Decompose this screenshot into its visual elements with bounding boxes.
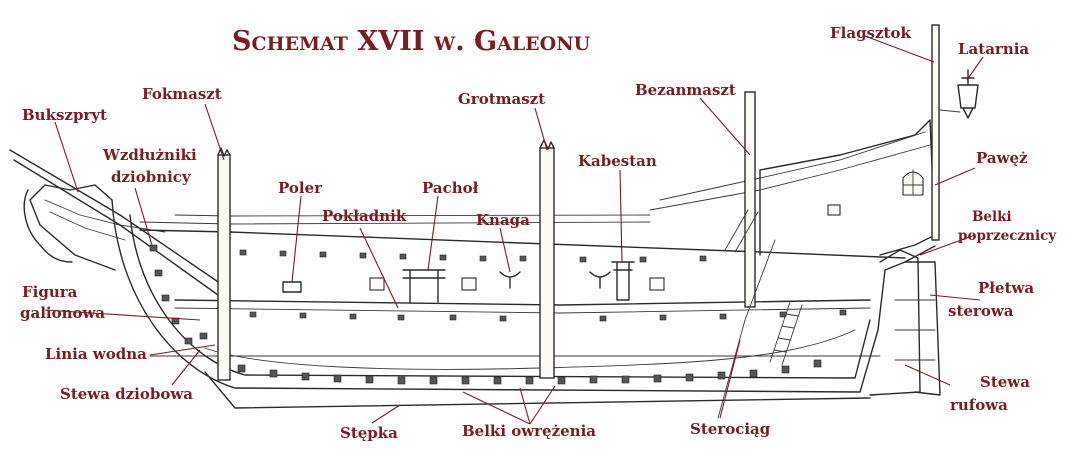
- bow-stringers: [149, 244, 208, 345]
- stern-castle: [759, 119, 936, 256]
- label-stewa-rufowa-1: Stewa: [980, 373, 1030, 391]
- hull-floor: [204, 329, 856, 370]
- label-stewa-rufowa-2: rufowa: [950, 396, 1008, 414]
- bitt-drawing: [402, 269, 446, 303]
- label-pletwa-1: Płetwa: [978, 279, 1034, 297]
- label-latarnia: Latarnia: [958, 40, 1029, 58]
- flagstaff-drawing: [931, 24, 940, 241]
- stern-post: [869, 249, 921, 396]
- mainmast-drawing: [539, 147, 555, 379]
- diagram-title: Schemat XVII w. Galeonu: [232, 26, 591, 57]
- rudder: [904, 261, 941, 396]
- tiller-rope: [717, 239, 776, 419]
- cleat-drawing: [499, 271, 611, 289]
- label-pawez: Pawęż: [976, 149, 1028, 167]
- label-grotmaszt: Grotmaszt: [458, 90, 545, 108]
- label-poler: Poler: [278, 179, 323, 197]
- label-belki-poprz-2: poprzecznicy: [958, 228, 1057, 244]
- deck-beams: [239, 249, 847, 322]
- mizzenmast-drawing: [744, 91, 756, 308]
- label-belki-owrezenia: Belki owrężenia: [462, 422, 596, 440]
- label-flagsztok: Flagsztok: [830, 24, 911, 42]
- label-pokladnik: Pokładnik: [322, 207, 407, 225]
- label-belki-poprz-1: Belki: [972, 209, 1012, 225]
- label-stewa-dziobowa: Stewa dziobowa: [60, 385, 193, 403]
- label-bezanmaszt: Bezanmaszt: [635, 81, 736, 99]
- hull-outline: [111, 199, 936, 393]
- labels: Flagsztok Latarnia Fokmaszt Grotmaszt Be…: [20, 24, 1057, 442]
- leader-lines: [44, 35, 984, 425]
- label-figura-1: Figura: [22, 283, 78, 301]
- floor-beams: [237, 359, 822, 385]
- label-bukszpryt: Bukszpryt: [22, 106, 107, 124]
- label-pachol: Pachoł: [422, 179, 479, 197]
- hull-inner: [129, 214, 871, 379]
- bowsprit-drawing: [9, 149, 231, 291]
- label-kabestan: Kabestan: [578, 152, 657, 170]
- label-knaga: Knaga: [476, 211, 530, 229]
- label-wzdluzniki-1: Wzdłużniki: [102, 146, 197, 164]
- bollard-drawing: [282, 281, 302, 293]
- label-pletwa-2: sterowa: [948, 302, 1014, 320]
- label-stepka: Stępka: [340, 424, 398, 442]
- upper-deck: [139, 229, 906, 259]
- keel: [204, 371, 871, 409]
- ladder-stern: [769, 301, 803, 366]
- label-figura-2: galionowa: [20, 304, 105, 322]
- figurehead-drawing: [23, 189, 73, 263]
- label-sterociag: Sterociąg: [690, 420, 771, 438]
- capstan-drawing: [611, 261, 635, 301]
- ship-drawing: [9, 24, 979, 419]
- label-linia-wodna: Linia wodna: [45, 345, 147, 363]
- label-fokmaszt: Fokmaszt: [142, 85, 222, 103]
- foremast-drawing: [217, 154, 231, 381]
- label-wzdluzniki-2: dziobnicy: [111, 168, 192, 186]
- gun-deck: [174, 299, 871, 306]
- lantern-drawing: [957, 69, 979, 119]
- bow: [29, 184, 116, 271]
